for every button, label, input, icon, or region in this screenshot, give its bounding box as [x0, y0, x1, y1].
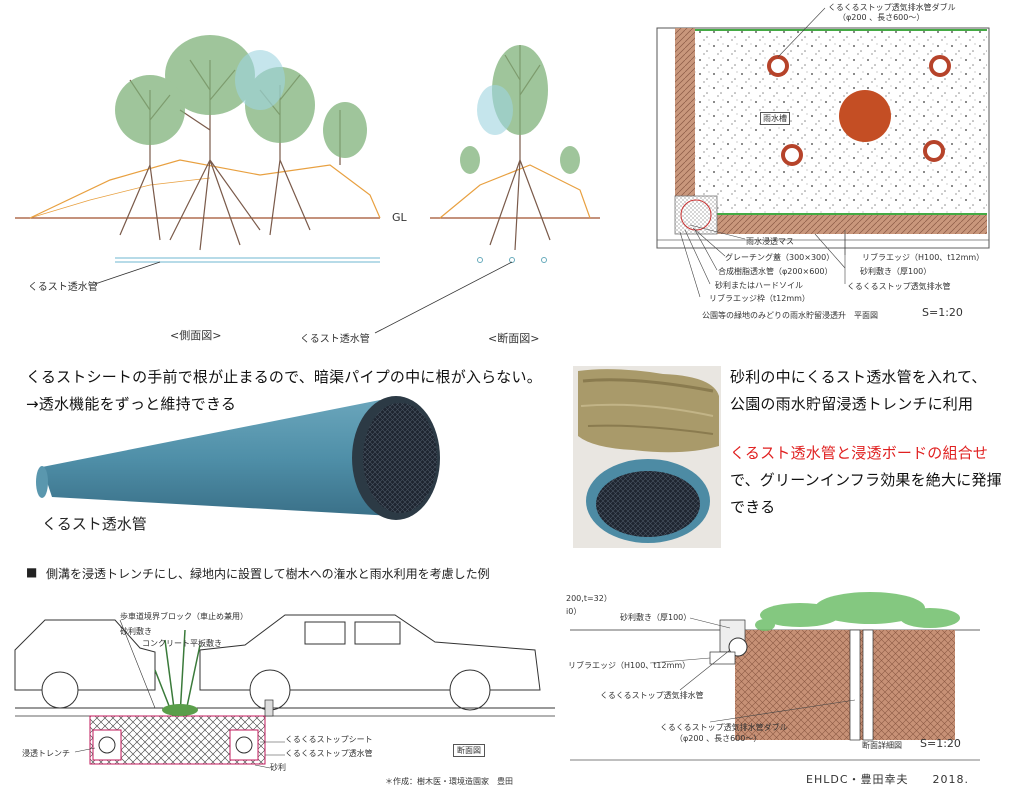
detail-footer: 断面詳細図: [862, 741, 902, 750]
callout-edge-frame: リブラエッジ枠（t12mm）: [709, 294, 810, 303]
detail-section-drawing: [570, 592, 980, 761]
callout-gravel-or-soil: 砂利またはハードソイル: [715, 281, 803, 290]
callout-infiltration-box: 雨水浸透マス: [746, 237, 794, 246]
detail-scale: S=1:20: [920, 737, 961, 750]
pipe-with-board-photo: [573, 366, 721, 548]
detail-label-edge: リブラエッジ（H100、t12mm）: [568, 661, 691, 670]
gl-label: GL: [392, 211, 407, 224]
caption-section-view: <断面図>: [488, 332, 540, 345]
label-gravel-bed: 砂利敷き: [120, 627, 152, 636]
description-line-2: →透水機能をずっと維持できる: [26, 395, 237, 413]
description-line-1: くるストシートの手前で根が止まるので、暗渠パイプの中に根が入らない。: [26, 368, 542, 386]
label-gravel: 砂利: [270, 763, 286, 772]
label-curb-block: 歩車道境界ブロック（車止め兼用）: [120, 612, 248, 621]
label-infiltration-trench: 浸透トレンチ: [22, 749, 70, 758]
plan-title-note-2: （φ200 、長さ600～）: [838, 13, 925, 22]
credit-author: ＊作成：樹木医・環境造園家 豊田: [385, 777, 513, 786]
detail-label-double-pipe-size: （φ200 、長さ600～）: [675, 734, 762, 743]
plan-footer: 公園等の緑地のみどりの雨水貯留浸透升 平面図: [702, 311, 878, 320]
cut-text-2: i0）: [566, 607, 582, 616]
trench-line-1: 砂利の中にくるスト透水管を入れて、: [730, 368, 987, 386]
plan-title-note-1: くるくるストップ透気排水管ダブル: [828, 3, 956, 12]
label-root-stop-sheet: くるくるストップシート: [285, 735, 373, 744]
callout-grating-lid: グレーチング蓋（300×300）: [725, 253, 835, 262]
trench-line-3-highlight: くるスト透水管と浸透ボードの組合せ: [730, 444, 989, 462]
cut-text-1: 200,t=32）: [566, 594, 612, 603]
trench-line-2: 公園の雨水貯留浸透トレンチに利用: [730, 395, 974, 413]
root-diagram-illustration: [15, 35, 600, 334]
section-heading: 側溝を浸透トレンチにし、緑地内に設置して樹木への潅水と雨水利用を考慮した例: [46, 567, 490, 581]
heading-marker: ■: [26, 565, 38, 579]
detail-label-double-pipe: くるくるストップ透気排水管ダブル: [660, 723, 788, 732]
label-section-view: 断面図: [453, 744, 485, 757]
detail-label-gravel: 砂利敷き（厚100）: [620, 613, 692, 622]
author-signature: EHLDC・豊田幸夫 2018.: [806, 773, 969, 786]
plan-view-drawing: [656, 7, 990, 298]
permeable-pipe-photo: [36, 396, 440, 520]
label-root-stop-pipe: くるくるストップ透水管: [285, 749, 373, 758]
trench-line-4: で、グリーンインフラ効果を絶大に発揮: [730, 471, 1002, 489]
rain-tank-tag: 雨水槽: [760, 112, 790, 125]
callout-gravel-layer: 砂利敷き（厚100）: [860, 267, 932, 276]
parking-section-drawing: [14, 614, 555, 769]
pipe-label-section: くるスト透水管: [300, 334, 370, 345]
plan-scale: S=1:20: [922, 306, 963, 319]
callout-resin-pipe: 合成樹脂透水管（φ200×600）: [718, 267, 833, 276]
label-concrete-slab: コンクリート平板敷き: [142, 639, 222, 648]
pipe-photo-caption: くるスト透水管: [42, 515, 147, 533]
pipe-label-side: くるスト透水管: [28, 282, 98, 293]
detail-label-drain-pipe: くるくるストップ透気排水管: [600, 691, 704, 700]
callout-edge: リブラエッジ（H100、t12mm）: [862, 253, 985, 262]
trench-line-5: できる: [730, 498, 776, 516]
callout-drain-pipe: くるくるストップ透気排水管: [847, 282, 951, 291]
caption-side-view: <側面図>: [170, 329, 222, 342]
